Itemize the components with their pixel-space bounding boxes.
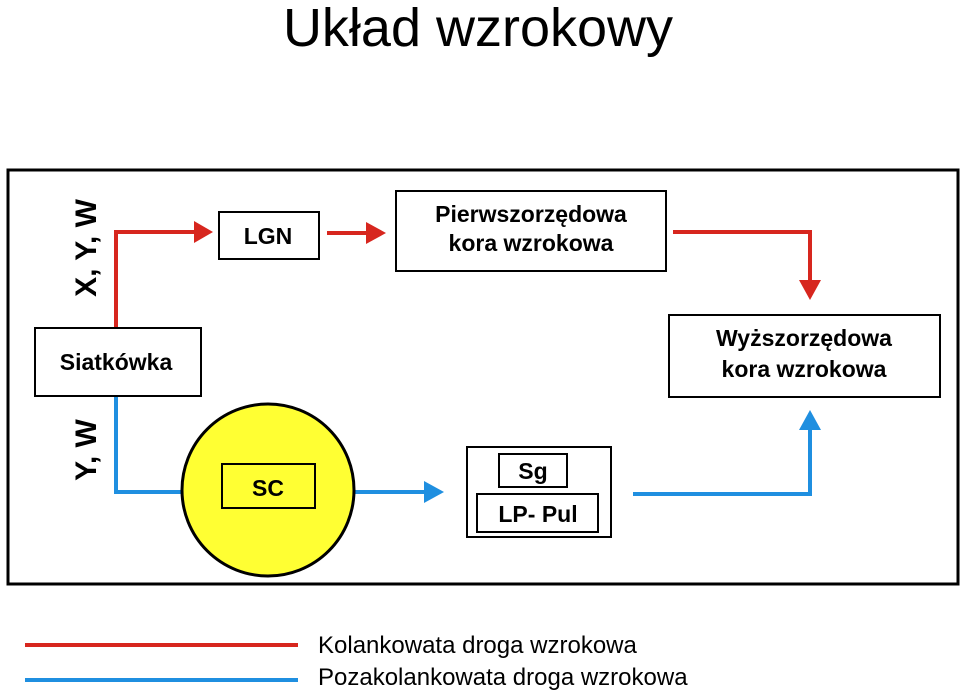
higher-cortex-node: Wyższorzędowa kora wzrokowa	[668, 314, 941, 398]
side-label-xyw: X, Y, W	[70, 198, 103, 296]
primary-cortex-label-line1: Pierwszorzędowa	[435, 201, 627, 227]
retina-label: Siatkówka	[60, 349, 173, 375]
legend: Kolankowata droga wzrokowa Pozakolankowa…	[25, 632, 688, 691]
geniculate-pathway	[114, 221, 821, 327]
arrowhead-up-to-higher-cortex	[799, 410, 821, 430]
arrowhead-to-higher-cortex	[799, 280, 821, 300]
retina-node: Siatkówka	[34, 327, 202, 397]
higher-cortex-label-line1: Wyższorzędowa	[716, 325, 892, 351]
lgn-label: LGN	[244, 223, 293, 249]
path-pulvinar-to-higher-cortex	[633, 428, 812, 496]
arrowhead-to-primary-cortex	[366, 222, 386, 244]
higher-cortex-label-line2: kora wzrokowa	[722, 356, 887, 382]
legend-label-geniculate: Kolankowata droga wzrokowa	[318, 632, 637, 659]
path-retina-to-sc	[114, 397, 183, 494]
lgn-node: LGN	[218, 211, 320, 260]
diagram-frame	[6, 168, 960, 586]
primary-cortex-node: Pierwszorzędowa kora wzrokowa	[395, 190, 667, 272]
sc-node: SC	[180, 402, 356, 578]
lp-pul-label: LP- Pul	[498, 501, 577, 527]
sg-label: Sg	[518, 458, 547, 484]
path-retina-to-lgn	[114, 230, 196, 327]
extrageniculate-pathway	[114, 397, 821, 503]
path-primary-to-higher-cortex	[673, 230, 812, 282]
legend-label-extrageniculate: Pozakolankowata droga wzrokowa	[318, 664, 688, 691]
page-title: Układ wzrokowy	[283, 0, 673, 58]
arrowhead-to-lgn	[194, 221, 213, 243]
pulvinar-node: Sg LP- Pul	[466, 446, 612, 538]
primary-cortex-label-line2: kora wzrokowa	[449, 230, 614, 256]
sc-label: SC	[252, 475, 284, 501]
arrowhead-to-pulvinar	[424, 481, 444, 503]
side-label-yw: Y, W	[70, 418, 103, 480]
